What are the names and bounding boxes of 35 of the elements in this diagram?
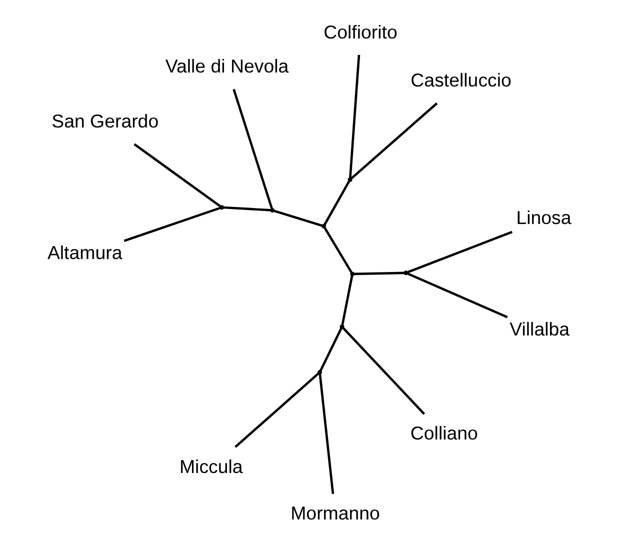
node-point [350, 272, 354, 276]
node-point [270, 208, 274, 213]
node-text: Colfiorito [323, 21, 397, 42]
connector [318, 374, 334, 494]
connector [342, 327, 425, 415]
connector [406, 272, 508, 318]
node-point [320, 224, 326, 228]
node-text: Mormanno [290, 502, 380, 524]
connector [232, 88, 272, 209]
connector [318, 328, 342, 372]
node-text: San Gerardo [51, 110, 158, 132]
connector [354, 272, 404, 276]
connector [348, 54, 360, 178]
connector [323, 227, 352, 273]
connector [273, 210, 322, 227]
connector [222, 206, 270, 212]
connector [350, 102, 438, 180]
connector [133, 143, 220, 208]
node-text: Villalba [509, 318, 570, 340]
connector [340, 276, 353, 326]
node-point [347, 177, 352, 182]
node-point [403, 270, 408, 276]
node-text: Colliano [410, 422, 478, 444]
node-point [316, 370, 322, 375]
node-point [219, 205, 224, 210]
connector [123, 206, 220, 242]
connector [323, 180, 350, 226]
node-text: Altamura [46, 242, 122, 263]
connector [234, 372, 318, 448]
node-point [339, 324, 344, 329]
node-text: Valle di Nevola [164, 56, 288, 76]
node-text: Linosa [516, 207, 571, 228]
node-text: Castelluccio [410, 70, 511, 91]
node-text: Miccula [178, 456, 242, 477]
connector [406, 230, 512, 274]
